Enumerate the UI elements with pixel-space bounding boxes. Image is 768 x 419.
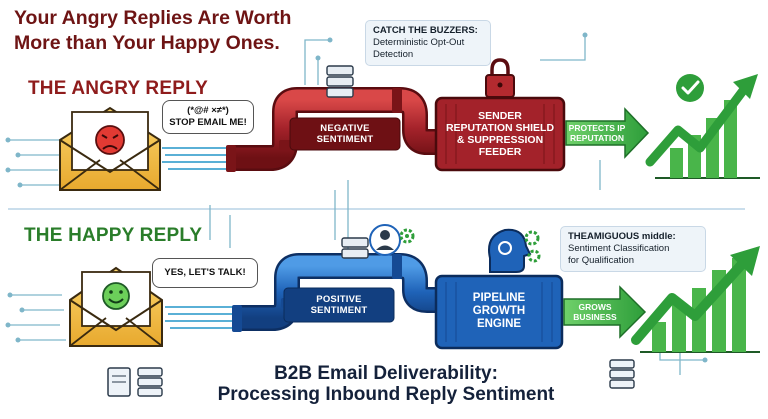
callout-body-line: for Qualification (568, 255, 635, 266)
engine-box-label: PIPELINE GROWTH ENGINE (440, 292, 558, 331)
catch-buzzers-callout: CATCH THE BUZZERS: Deterministic Opt-Out… (365, 20, 491, 66)
arrow-label-line: REPUTATION (570, 133, 624, 143)
grows-business-arrow (563, 285, 647, 339)
pipe-label-line: SENTIMENT (310, 305, 368, 316)
box-label-line: ENGINE (476, 318, 522, 330)
negative-sentiment-label: NEGATIVE SENTIMENT (292, 123, 398, 145)
protects-ip-label: PROTECTS IP REPUTATION (566, 123, 628, 143)
pipe-label-line: NEGATIVE (320, 123, 370, 134)
angry-growth-chart (645, 74, 760, 179)
angry-speech-bubble: (*@# ×≠*) STOP EMAIL ME! (162, 100, 254, 134)
circuit-nodes (5, 32, 708, 363)
padlock-icon (485, 58, 515, 98)
ai-head-gear-icon (488, 228, 541, 273)
pipe-label-line: SENTIMENT (316, 134, 374, 145)
box-label-line: & SUPPRESSION (456, 134, 544, 146)
title-line-1: Your Angry Replies Are Worth (14, 7, 292, 29)
happy-speech-bubble: YES, LET'S TALK! (152, 258, 258, 288)
angry-pipe (226, 87, 448, 172)
server-stack-icon (137, 359, 635, 397)
negative-sentiment-band (289, 117, 401, 151)
check-circle-icon (676, 74, 704, 102)
box-label-line: PIPELINE (472, 292, 526, 304)
box-label-line: REPUTATION SHIELD (445, 122, 555, 134)
happy-reply-label: THE HAPPY REPLY (24, 225, 203, 246)
server-icon (326, 65, 354, 98)
callout-heading: CATCH THE BUZZERS: (373, 25, 478, 36)
callout-body-line: Detection (373, 49, 414, 60)
box-label-line: GROWTH (472, 305, 526, 317)
callout-heading: THEAMIGUOUS middle: (568, 231, 676, 242)
box-label-line: FEEDER (478, 146, 522, 158)
user-gear-icon (369, 224, 415, 256)
happy-server-icon (341, 237, 369, 259)
footer-line-1: B2B Email Deliverability: (274, 363, 498, 384)
box-label-line: SENDER (478, 110, 522, 122)
angry-bubble-line: (*@# ×≠*) (187, 105, 229, 116)
arrow-label-line: GROWS (578, 302, 612, 312)
angry-face-icon (95, 125, 125, 155)
positive-sentiment-label: POSITIVE SENTIMENT (286, 294, 392, 316)
happy-growth-chart (631, 246, 760, 353)
protects-ip-arrow (565, 107, 650, 159)
pipe-label-line: POSITIVE (316, 294, 362, 305)
callout-body-line: Deterministic Opt-Out (373, 37, 465, 48)
ambiguous-middle-callout: THEAMIGUOUS middle: Sentiment Classifica… (560, 226, 706, 272)
happy-face-icon (102, 282, 130, 310)
angry-bubble-line: STOP EMAIL ME! (169, 117, 247, 128)
circuit-traces (8, 35, 705, 375)
angry-reply-label: THE ANGRY REPLY (28, 78, 209, 99)
grows-business-label: GROWS BUSINESS (566, 302, 624, 322)
document-stack-icon (107, 367, 131, 397)
pipeline-growth-engine-box (434, 274, 564, 350)
footer-title: B2B Email Deliverability: Processing Inb… (196, 363, 576, 405)
positive-sentiment-band (283, 287, 395, 323)
page-title: Your Angry Replies Are Worth More than Y… (14, 6, 374, 56)
shield-box-label: SENDER REPUTATION SHIELD & SUPPRESSION F… (440, 110, 560, 158)
title-line-2: More than Your Happy Ones. (14, 32, 280, 54)
arrow-label-line: PROTECTS IP (568, 123, 626, 133)
callout-body-line: Sentiment Classification (568, 243, 670, 254)
footer-line-2: Processing Inbound Reply Sentiment (217, 384, 555, 405)
arrow-label-line: BUSINESS (573, 312, 617, 322)
happy-motion-lines (165, 306, 248, 329)
